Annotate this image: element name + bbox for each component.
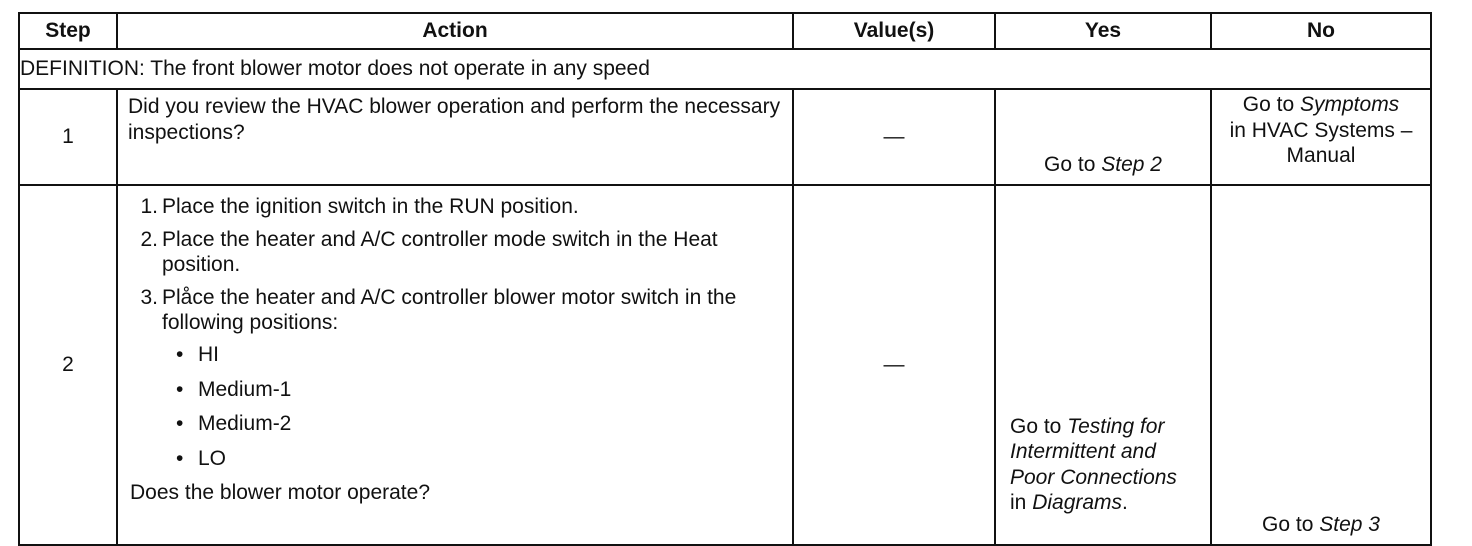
list-item: LO (176, 446, 782, 472)
header-no: No (1210, 12, 1432, 50)
table-row: 1 Did you review the HVAC blower operati… (18, 88, 1432, 186)
yes-prefix: Go to (1044, 153, 1102, 177)
list-item-number: 3. (140, 285, 158, 309)
no-prefix: Go to (1242, 93, 1300, 116)
symptoms-link[interactable]: Symptoms (1300, 93, 1400, 116)
list-item: 3.Plåce the heater and A/C controller bl… (140, 285, 782, 472)
no-prefix: Go to (1262, 513, 1320, 537)
list-item-text: Plåce the heater and A/C controller blow… (162, 285, 737, 335)
list-item-text: Place the ignition switch in the RUN pos… (162, 195, 579, 218)
list-item-number: 2. (140, 227, 158, 251)
step-number: 2 (18, 184, 118, 546)
no-cell: Go to Step 3 (1210, 184, 1432, 546)
testing-link[interactable]: Testing for Intermittent and Poor Connec… (1010, 414, 1177, 489)
yes-suffix: . (1122, 491, 1128, 515)
action-text: Did you review the HVAC blower operation… (116, 88, 794, 186)
yes-cell: Go to Step 2 (994, 88, 1212, 186)
list-item-text: Place the heater and A/C controller mode… (162, 227, 718, 277)
list-item-number: 1. (140, 195, 158, 218)
list-item: Medium-2 (176, 411, 782, 437)
header-yes: Yes (994, 12, 1212, 50)
list-item: 2.Place the heater and A/C controller mo… (140, 227, 782, 278)
header-row: Step Action Value(s) Yes No (18, 12, 1432, 50)
yes-middle: in (1010, 491, 1033, 515)
list-item: HI (176, 342, 782, 368)
no-cell: Go to Symptoms in HVAC Systems – Manual (1210, 88, 1432, 186)
header-action: Action (116, 12, 794, 50)
diagnostic-table: Step Action Value(s) Yes No DEFINITION: … (18, 12, 1432, 546)
header-values: Value(s) (792, 12, 996, 50)
step-link[interactable]: Step 3 (1319, 513, 1380, 537)
list-item: Medium-1 (176, 377, 782, 403)
definition-row: DEFINITION: The front blower motor does … (18, 48, 1432, 90)
step-link[interactable]: Step 2 (1101, 153, 1162, 177)
action-steps: 1.Place the ignition switch in the RUN p… (130, 194, 782, 471)
position-list: HI Medium-1 Medium-2 LO (162, 342, 782, 471)
action-cell: 1.Place the ignition switch in the RUN p… (116, 184, 794, 546)
yes-prefix: Go to (1010, 414, 1068, 438)
definition-text: DEFINITION: The front blower motor does … (18, 48, 1432, 90)
no-suffix: in HVAC Systems – Manual (1229, 118, 1413, 168)
table-row: 2 1.Place the ignition switch in the RUN… (18, 184, 1432, 546)
yes-cell: Go to Testing for Intermittent and Poor … (994, 184, 1212, 546)
value-dash: — (792, 184, 996, 546)
value-dash: — (792, 88, 996, 186)
question-text: Does the blower motor operate? (130, 481, 430, 505)
header-step: Step (18, 12, 118, 50)
step-number: 1 (18, 88, 118, 186)
list-item: 1.Place the ignition switch in the RUN p… (140, 194, 782, 220)
diagrams-link[interactable]: Diagrams (1032, 491, 1123, 515)
